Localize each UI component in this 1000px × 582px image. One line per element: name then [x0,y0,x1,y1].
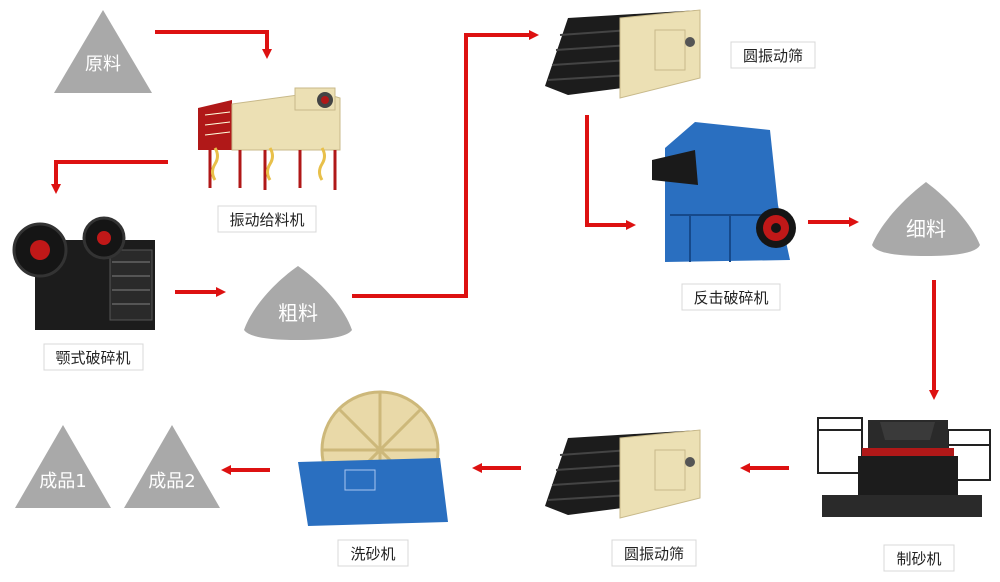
flow-arrows [51,30,939,475]
sand-washer-image [298,390,448,526]
label-circular-screen-top: 圆振动筛 [743,47,803,65]
arrow-screen-to-impact [585,115,636,230]
jaw-crusher-image [12,216,155,330]
pile-raw: 原料 [54,10,152,93]
pile-product-2-label: 成品2 [148,471,195,492]
arrow-raw-to-feeder [155,30,272,59]
label-sand-washer: 洗砂机 [350,545,395,563]
label-sand-maker: 制砂机 [896,550,941,568]
pile-product-1: 成品1 [15,425,111,508]
pile-fine: 细料 [872,182,980,256]
label-circular-screen-bottom: 圆振动筛 [624,545,684,563]
pile-coarse: 粗料 [244,266,352,340]
label-impact-crusher: 反击破碎机 [693,289,768,307]
arrow-coarse-to-screen [352,30,539,298]
pile-fine-label: 细料 [906,217,946,241]
vibrating-feeder-image [198,87,341,190]
machine-labels: 振动给料机 颚式破碎机 圆振动筛 反击破碎机 制砂机 圆振动筛 洗砂机 [43,41,955,572]
sand-maker-image [817,417,991,517]
circular-screen-bottom-image [545,429,701,519]
arrow-feeder-to-jaw [51,160,168,194]
label-jaw-crusher: 颚式破碎机 [55,349,130,367]
circular-screen-top-image [545,9,701,99]
impact-crusher-image [652,122,796,262]
label-vibrating-feeder: 振动给料机 [229,211,304,229]
pile-product-2: 成品2 [124,425,220,508]
pile-raw-label: 原料 [85,54,121,75]
pile-coarse-label: 粗料 [278,301,318,325]
pile-product-1-label: 成品1 [39,471,86,492]
